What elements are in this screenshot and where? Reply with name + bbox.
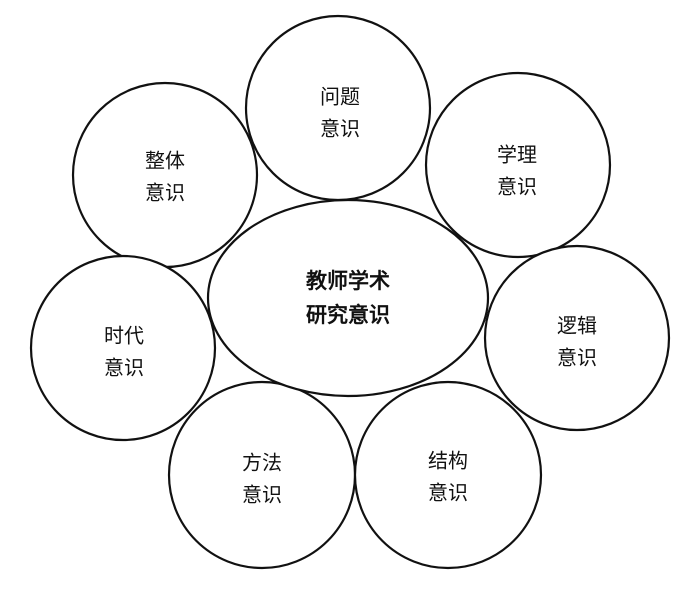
node-shidai: 时代 意识: [29, 254, 217, 442]
node-label-fangfa-line1: 方法: [242, 451, 282, 475]
center-label-line1: 教师学术: [306, 269, 390, 293]
node-label-fangfa-line2: 意识: [242, 483, 282, 507]
center-ellipse: [206, 198, 490, 398]
node-wenti: 问题 意识: [244, 14, 432, 202]
node-label-luoji-line2: 意识: [557, 346, 597, 370]
node-circle-shidai: [29, 254, 217, 442]
node-jiegou: 结构 意识: [353, 380, 543, 570]
node-circle-zhengti: [71, 81, 259, 269]
node-zhengti: 整体 意识: [71, 81, 259, 269]
node-label-shidai-line1: 时代: [104, 324, 144, 348]
node-circle-xueli: [424, 71, 612, 259]
node-label-wenti-line1: 问题: [320, 85, 360, 109]
node-label-jiegou-line1: 结构: [428, 449, 468, 473]
node-luoji: 逻辑 意识: [483, 244, 671, 432]
node-label-shidai-line2: 意识: [104, 356, 144, 380]
node-xueli: 学理 意识: [424, 71, 612, 259]
node-label-luoji-line1: 逻辑: [557, 314, 597, 338]
node-label-wenti-line2: 意识: [320, 117, 360, 141]
node-label-xueli-line2: 意识: [497, 175, 537, 199]
node-label-jiegou-line2: 意识: [428, 481, 468, 505]
node-fangfa: 方法 意识: [167, 380, 357, 570]
center-node: 教师学术 研究意识: [206, 198, 490, 398]
node-circle-jiegou: [353, 380, 543, 570]
node-label-xueli-line1: 学理: [497, 143, 537, 167]
node-circle-luoji: [483, 244, 671, 432]
node-label-zhengti-line2: 意识: [145, 181, 185, 205]
node-label-zhengti-line1: 整体: [145, 149, 185, 173]
node-circle-fangfa: [167, 380, 357, 570]
center-label-line2: 研究意识: [306, 303, 390, 327]
